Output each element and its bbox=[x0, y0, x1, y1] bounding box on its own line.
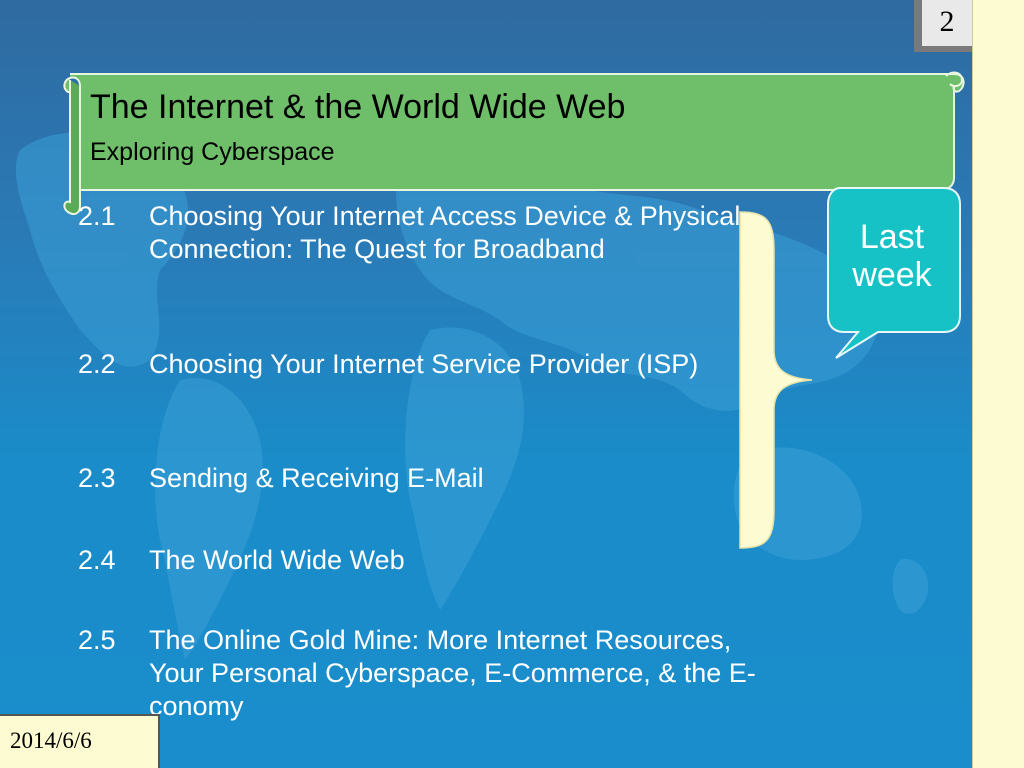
slide-subtitle: Exploring Cyberspace bbox=[90, 138, 335, 166]
callout-text: Last week bbox=[828, 218, 956, 294]
right-edge-strip bbox=[972, 0, 1024, 768]
list-item: 2.2 Choosing Your Internet Service Provi… bbox=[78, 348, 758, 381]
item-number: 2.4 bbox=[78, 545, 116, 575]
list-item: 2.4 The World Wide Web bbox=[78, 544, 758, 577]
list-item: 2.3 Sending & Receiving E-Mail bbox=[78, 462, 758, 495]
item-number: 2.1 bbox=[78, 201, 116, 231]
slide-date: 2014/6/6 bbox=[0, 714, 160, 768]
item-text: Choosing Your Internet Access Device & P… bbox=[149, 201, 741, 264]
item-text: The World Wide Web bbox=[149, 545, 405, 575]
item-text: Choosing Your Internet Service Provider … bbox=[149, 349, 699, 379]
item-text: The Online Gold Mine: More Internet Reso… bbox=[149, 625, 756, 721]
curly-brace-shape bbox=[739, 211, 813, 549]
item-number: 2.3 bbox=[78, 463, 116, 493]
callout-line-1: Last bbox=[859, 218, 925, 256]
slide-title: The Internet & the World Wide Web bbox=[90, 88, 626, 126]
page-number-box: 2 bbox=[914, 0, 972, 52]
callout-bubble bbox=[827, 187, 961, 359]
item-number: 2.5 bbox=[78, 625, 116, 655]
list-item: 2.1 Choosing Your Internet Access Device… bbox=[78, 200, 758, 266]
item-number: 2.2 bbox=[78, 349, 116, 379]
page-number: 2 bbox=[922, 0, 972, 46]
list-item: 2.5 The Online Gold Mine: More Internet … bbox=[78, 624, 758, 723]
callout-line-2: week bbox=[852, 256, 932, 294]
item-text: Sending & Receiving E-Mail bbox=[149, 463, 484, 493]
